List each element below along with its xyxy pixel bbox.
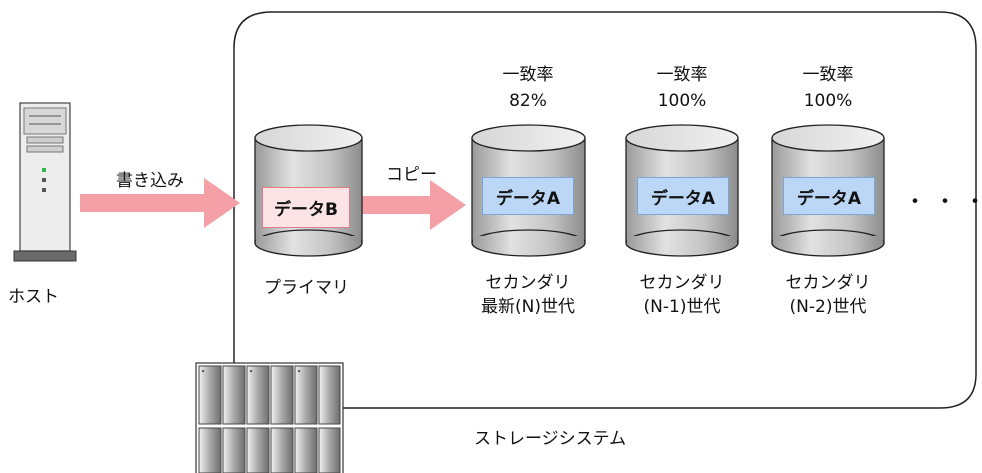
data-a-box-n-1: データA xyxy=(637,177,729,215)
host-server-icon xyxy=(13,102,77,262)
secondary-generation-n-1: (N-1)世代 xyxy=(643,297,721,317)
match-rate-value-n-1: 100% xyxy=(657,91,707,111)
secondary-label-n: セカンダリ xyxy=(485,273,571,293)
copy-arrow xyxy=(352,180,466,230)
storage-system-frame xyxy=(233,11,977,409)
write-label: 書き込み xyxy=(116,171,184,191)
write-arrow xyxy=(80,178,240,228)
storage-system-label: ストレージシステム xyxy=(474,429,627,449)
more-generations-ellipsis: ・・・ xyxy=(904,190,982,215)
secondary-label-n-1: セカンダリ xyxy=(639,273,725,293)
data-b-box: データB xyxy=(262,187,350,228)
match-rate-value-n-2: 100% xyxy=(803,91,853,111)
secondary-generation-n: 最新(N)世代 xyxy=(481,297,575,317)
match-rate-title-n: 一致率 xyxy=(502,65,554,85)
secondary-label-n-2: セカンダリ xyxy=(785,273,871,293)
match-rate-title-n-2: 一致率 xyxy=(802,65,854,85)
primary-label: プライマリ xyxy=(264,278,349,298)
match-rate-value-n: 82% xyxy=(509,91,547,111)
match-rate-title-n-1: 一致率 xyxy=(656,65,708,85)
data-a-box-n: データA xyxy=(482,177,574,215)
storage-rack-icon xyxy=(195,362,344,473)
data-a-box-n-2: データA xyxy=(783,177,875,215)
copy-label: コピー xyxy=(386,165,437,185)
host-label: ホスト xyxy=(8,287,59,307)
secondary-generation-n-2: (N-2)世代 xyxy=(789,297,867,317)
